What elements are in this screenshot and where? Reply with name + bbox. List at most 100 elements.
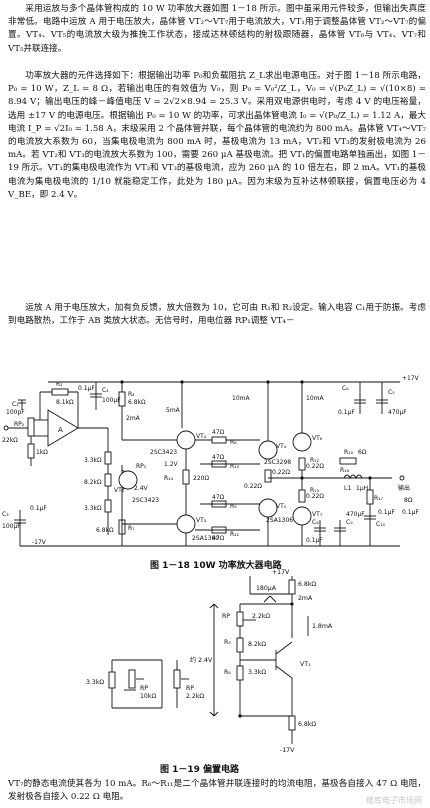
- label-current-10ma-a: 10mA: [232, 395, 250, 402]
- label-r14-value: 220Ω: [193, 475, 209, 482]
- bias-label-left-3k3: 3.3kΩ: [86, 679, 104, 686]
- label-l1-value: 1μH: [356, 485, 368, 492]
- label-r4: R₄: [128, 391, 135, 398]
- label-r8: R₈: [230, 439, 237, 446]
- label-1v2: 1.2V: [164, 461, 179, 468]
- label-r4-value: 6.8kΩ: [128, 399, 146, 406]
- paragraph-intro: 采用运放与多个晶体管构成的 10 W 功率放大器如图 1－18 所示。图中虽采用…: [8, 4, 426, 54]
- label-r15: R₁₅: [344, 449, 354, 456]
- label-vt2-part: 2SC3423: [150, 449, 177, 456]
- label-r022a: 0.22Ω: [272, 469, 290, 476]
- bias-label-right-rp: RP: [186, 685, 194, 692]
- label-r47d: 47Ω: [212, 535, 225, 542]
- bias-label-vpos: +17V: [272, 569, 290, 576]
- label-vt1-part: 2SC3423: [132, 497, 159, 504]
- label-r47b: 47Ω: [212, 454, 225, 461]
- label-vt7: VT₇: [312, 511, 323, 518]
- label-c1-value: 100pF: [6, 409, 25, 416]
- label-r16: R₁₆: [340, 467, 350, 474]
- label-r12: R₁₂: [310, 457, 320, 464]
- label-r14: R₁₄: [164, 475, 174, 482]
- label-current-5ma: 5mA: [166, 407, 181, 414]
- bias-label-rp-value: 2.2kΩ: [252, 613, 270, 620]
- label-l1: L1: [344, 485, 351, 492]
- bias-label-vneg: -17V: [280, 747, 295, 754]
- label-rp1: RP₁: [136, 463, 147, 470]
- label-r11: R₁₁: [230, 531, 240, 538]
- label-c3-value: 100μF: [2, 523, 21, 530]
- label-r022b: 0.22Ω: [244, 483, 262, 490]
- label-vt1: VT₁: [114, 487, 125, 494]
- paragraph-opamp: 运放 A 用于电压放大，加有负反馈，放大倍数为 10，它可由 R₁和 R₂设定。…: [8, 303, 426, 327]
- label-2v4: 2.4V: [134, 485, 149, 492]
- paragraph-power-design: 功率放大器的元件选择如下：根据输出功率 P₀和负载阻抗 Z_L求出电源电压。对于…: [8, 71, 426, 200]
- bias-label-r68a: 6.8kΩ: [298, 581, 316, 588]
- label-r7: R₇: [128, 525, 135, 532]
- label-r9: R₉: [230, 503, 237, 510]
- label-cap-01f: 0.1μF: [402, 509, 419, 516]
- bias-label-right-2k2: 2.2kΩ: [186, 693, 204, 700]
- label-opamp: A: [58, 426, 63, 434]
- amplifier-schematic: C₁ 100pF R₂ 8.1kΩ RP₂ 22kΩ 1kΩ A 0.1μF C…: [2, 375, 420, 547]
- label-vt6: VT₆: [312, 435, 323, 442]
- label-load: 8Ω: [404, 497, 413, 504]
- paragraph-quiescent: VT₇的静态电流使其各为 10 mA。R₆～R₁₁是二个晶体管并联连接时的均流电…: [8, 779, 426, 803]
- label-vpos: +17V: [402, 375, 420, 382]
- label-cap-01a: 0.1μF: [78, 385, 95, 392]
- label-c9: C₉: [346, 519, 353, 526]
- bias-label-left-10k: 10kΩ: [140, 693, 156, 700]
- label-r-8k2: 8.2kΩ: [84, 479, 102, 486]
- label-r022c: 0.22Ω: [306, 463, 324, 470]
- label-output: 输出: [398, 484, 410, 492]
- label-c8: C₈: [312, 519, 319, 526]
- label-c4: C₄: [102, 387, 109, 394]
- watermark: 维库电子市场网: [366, 796, 422, 805]
- figure-19-caption: 图 1－19 偏置电路: [160, 765, 240, 775]
- label-vt3: VT₃: [196, 517, 207, 524]
- bias-label-r8: R₈: [224, 669, 231, 676]
- bias-label-r68b: 6.8kΩ: [298, 721, 316, 728]
- label-r2-value: 8.1kΩ: [56, 399, 74, 406]
- label-r2: R₂: [56, 381, 63, 388]
- label-vt3-part: 2SA1360: [192, 535, 219, 542]
- label-c5: C₅: [388, 389, 395, 396]
- label-r17: R₁₇: [374, 495, 384, 502]
- label-r1-value: 1kΩ: [36, 449, 48, 456]
- label-r-3k3: 3.3kΩ: [84, 457, 102, 464]
- bias-label-180ua: 180μA: [256, 585, 277, 592]
- bias-label-2ma: 2mA: [298, 595, 313, 602]
- bias-label-r9-value: 8.2kΩ: [248, 641, 266, 648]
- bias-label-left-rp: RP: [140, 685, 148, 692]
- label-vt4: VT₄: [276, 443, 287, 450]
- label-c1: C₁: [12, 401, 19, 408]
- label-c5-value: 470μF: [388, 409, 407, 416]
- label-c3: C₃: [2, 511, 9, 518]
- bias-label-r8-value: 3.3kΩ: [248, 669, 266, 676]
- label-cap-01e: 0.1μF: [30, 505, 47, 512]
- label-vt2: VT₂: [196, 433, 207, 440]
- label-r13: R₁₃: [310, 487, 320, 494]
- label-c4-value: 100μF: [102, 397, 121, 404]
- label-r47a: 47Ω: [212, 429, 225, 436]
- bias-label-rp: RP: [222, 613, 230, 620]
- bias-circuit-schematic: +17V 6.8kΩ 2mA 180μA RP 2.2kΩ 1.8mA R₉ 8…: [86, 569, 333, 754]
- label-cap-01d: 0.1μF: [306, 537, 323, 544]
- label-rp2: RP₂: [14, 421, 25, 428]
- label-cap-01c: 0.1μF: [378, 509, 395, 516]
- label-r022d: 0.22Ω: [306, 493, 324, 500]
- label-r-6k8: 6.8kΩ: [96, 527, 114, 534]
- label-r10: R₁₀: [230, 463, 240, 470]
- bias-label-1-8ma: 1.8mA: [312, 623, 333, 630]
- label-c9-value: 470μF: [346, 511, 365, 518]
- bias-label-r9: R₉: [224, 639, 231, 646]
- label-vt5: VT₅: [276, 503, 287, 510]
- label-vt4-part: 2SC3298: [264, 459, 291, 466]
- label-current-2ma: 2mA: [126, 415, 141, 422]
- label-vneg: -17V: [32, 539, 47, 546]
- bias-label-2v4: 约 2.4V: [190, 656, 213, 664]
- label-c10: C₁₀: [376, 521, 386, 528]
- figure-18-caption: 图 1－18 10W 功率放大器电路: [150, 561, 282, 571]
- label-6ohm: 6Ω: [358, 449, 367, 456]
- label-input-resistor: 22kΩ: [2, 437, 18, 444]
